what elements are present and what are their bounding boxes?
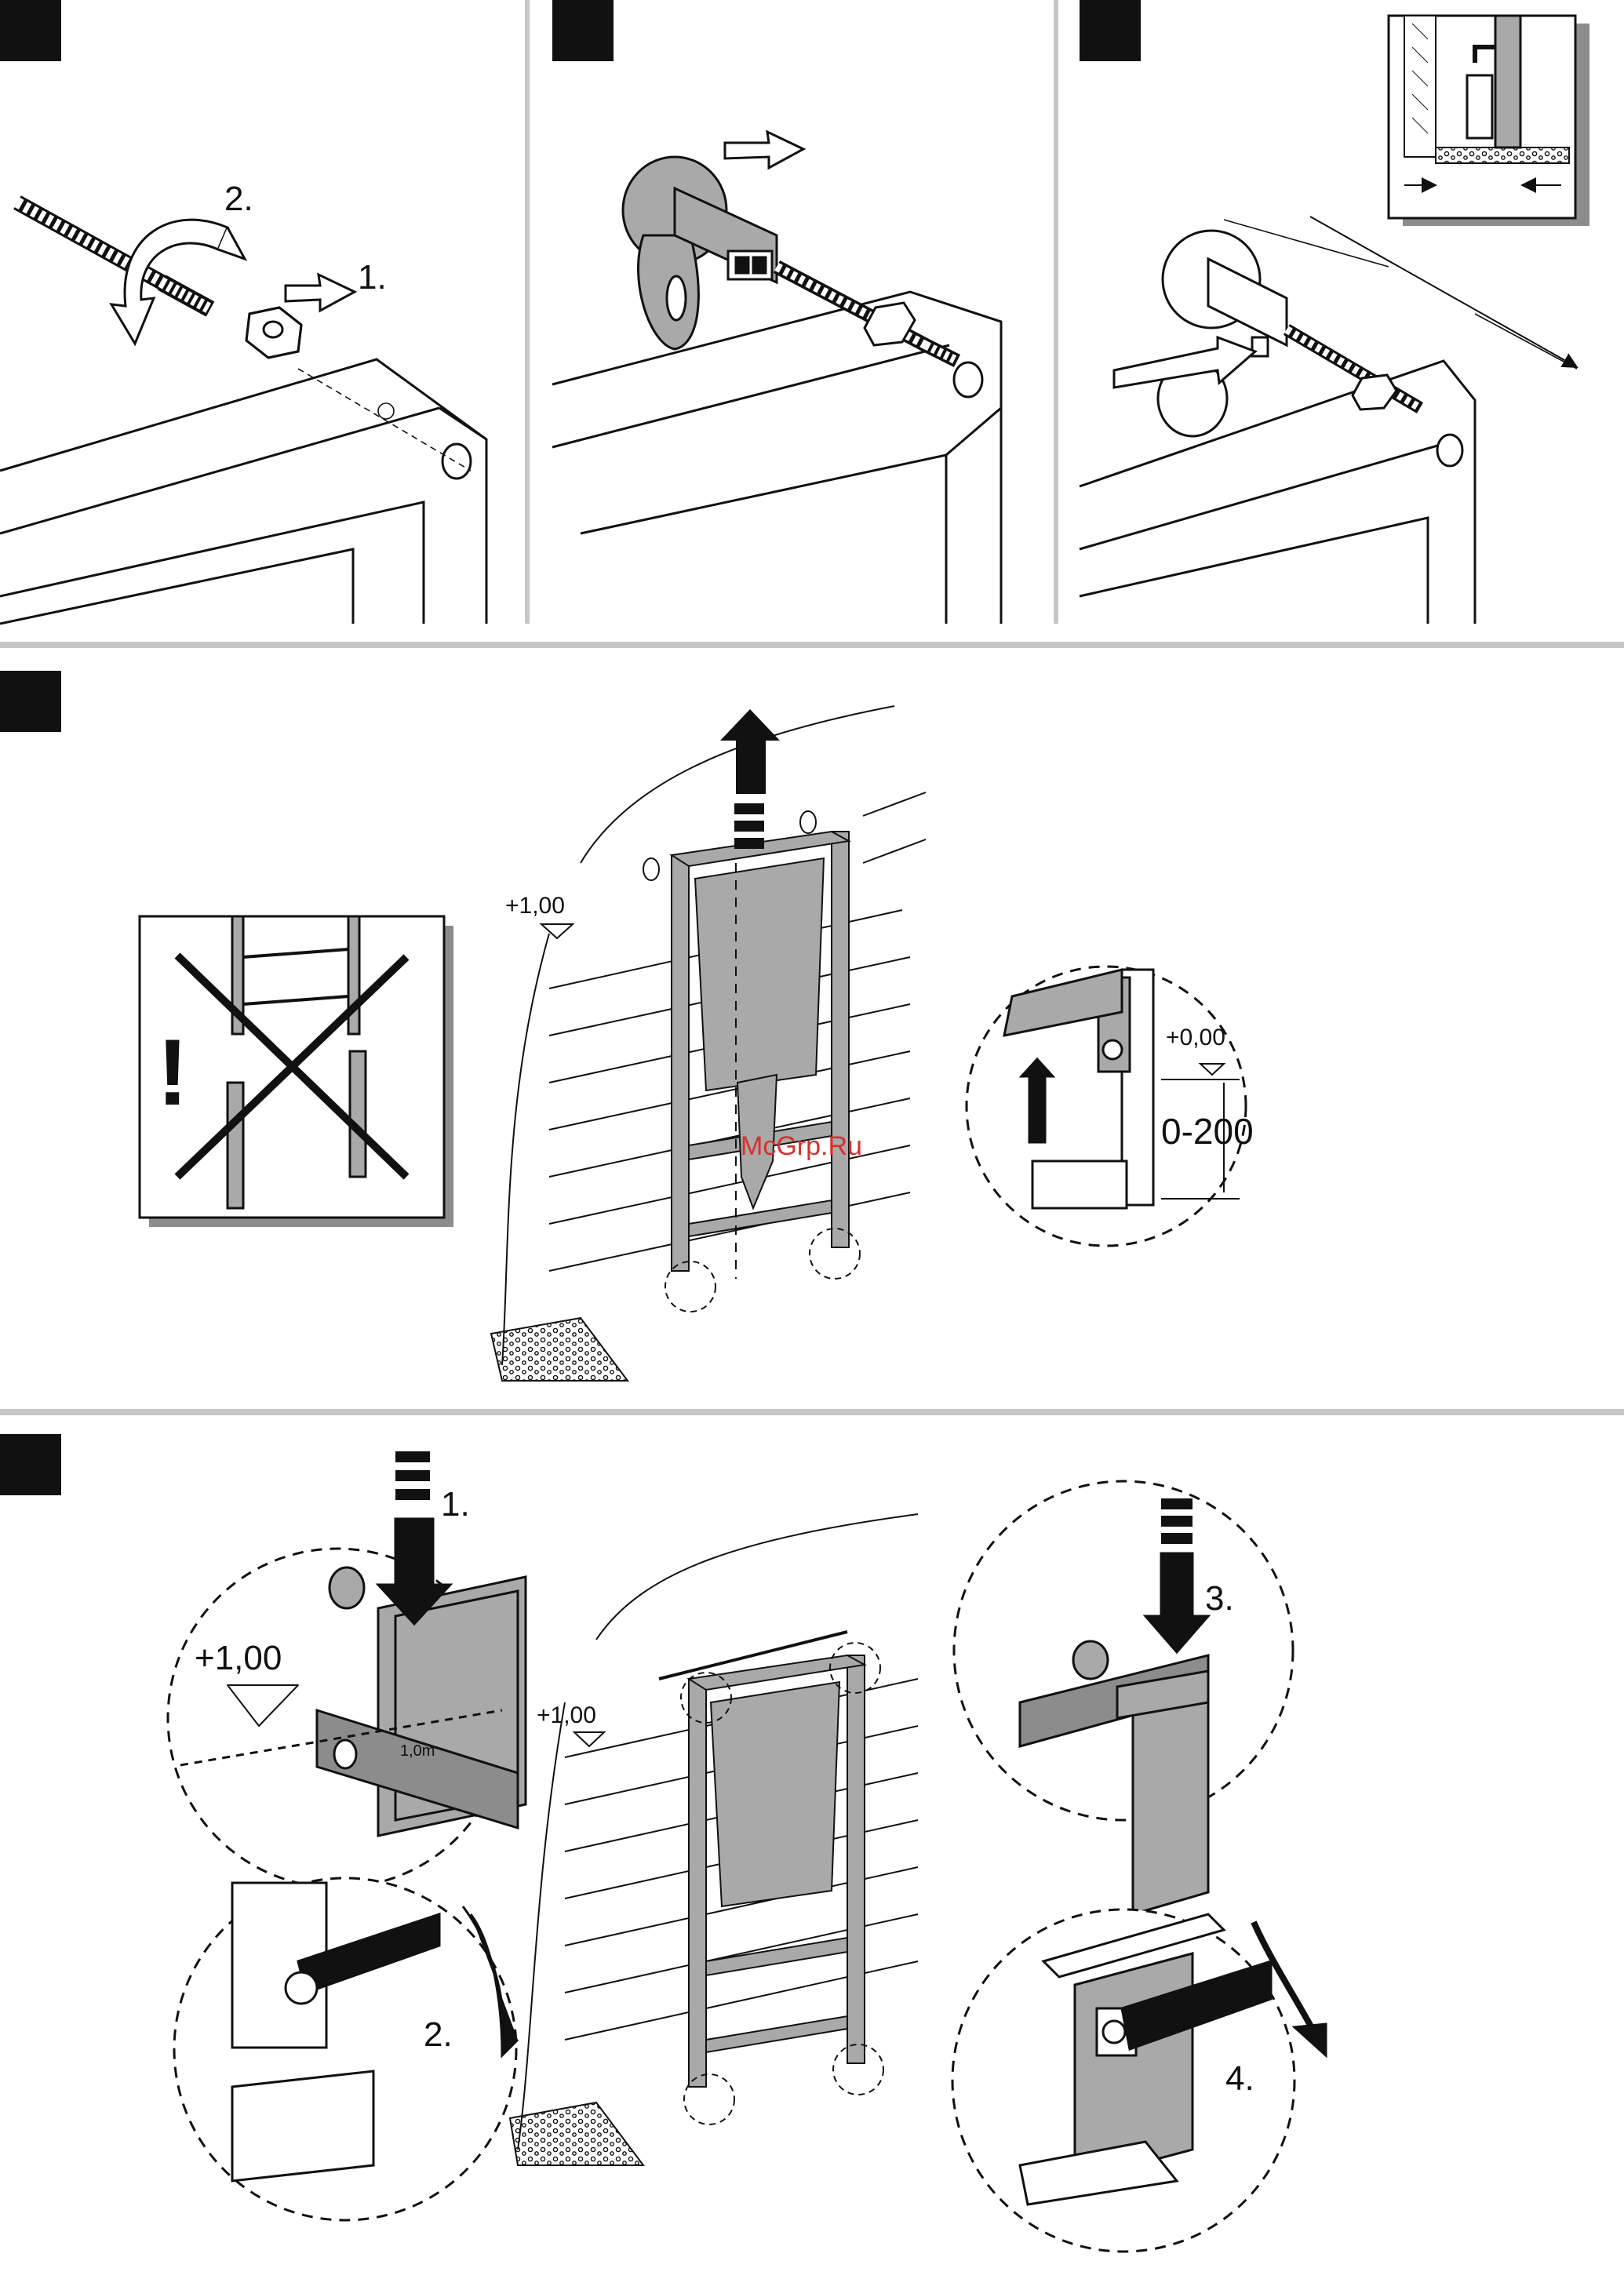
depth-inset: [1389, 16, 1589, 226]
step-marker-2: [552, 0, 614, 61]
step-marker-4: [0, 671, 61, 732]
height-adjust-detail: [967, 967, 1246, 1246]
level-label-plus-100-b: +1,00: [195, 1639, 282, 1677]
push-arrow: [286, 275, 355, 311]
wrench-detail-bottom-left: [174, 1878, 518, 2220]
level-triangle-a: [541, 924, 573, 938]
level-label-plus-100-c: +1,00: [537, 1702, 596, 1728]
frame-on-wall-b: [510, 1514, 918, 2165]
watermark-text: McGrp.Ru: [741, 1131, 862, 1161]
level-detail-top-left: [168, 1519, 526, 1888]
step-marker-1: [0, 0, 61, 61]
panel-measure-depth: [1080, 16, 1589, 624]
step-label-2-b: 2.: [424, 2015, 453, 2054]
step-label-3: 3.: [1205, 1579, 1234, 1618]
up-arrow-group: [720, 709, 780, 849]
wall-bracket: [623, 157, 777, 349]
pull-arrow: [725, 132, 803, 168]
step-label-1-b: 1.: [441, 1485, 470, 1524]
panel-wall-bracket: [552, 132, 1001, 624]
threaded-rod: [17, 202, 210, 309]
level-label-plus-100-a: +1,00: [505, 893, 565, 919]
down-arrow-bars-1: [395, 1451, 430, 1500]
wrench-detail-bottom-right: [952, 1910, 1326, 2252]
warning-mark: !: [157, 1020, 188, 1125]
step-marker-5: [0, 1434, 61, 1495]
level-mark-1m: 1,0m: [400, 1742, 435, 1760]
step-label-4: 4.: [1225, 2059, 1254, 2098]
step-label-1: 1.: [358, 258, 387, 297]
hex-nut: [246, 308, 301, 358]
step-label-2: 2.: [224, 180, 253, 218]
level-label-plus-000: +0,00: [1166, 1025, 1225, 1050]
panel-bolt-assembly: [0, 202, 486, 624]
level-triangle-c: [574, 1732, 604, 1746]
frame-on-wall: [491, 706, 926, 1381]
step-marker-3: [1080, 0, 1141, 61]
down-arrow-bars-3: [1161, 1498, 1193, 1544]
level-detail-top-right: [954, 1481, 1293, 1914]
range-label-0-200: 0-200: [1161, 1111, 1254, 1152]
